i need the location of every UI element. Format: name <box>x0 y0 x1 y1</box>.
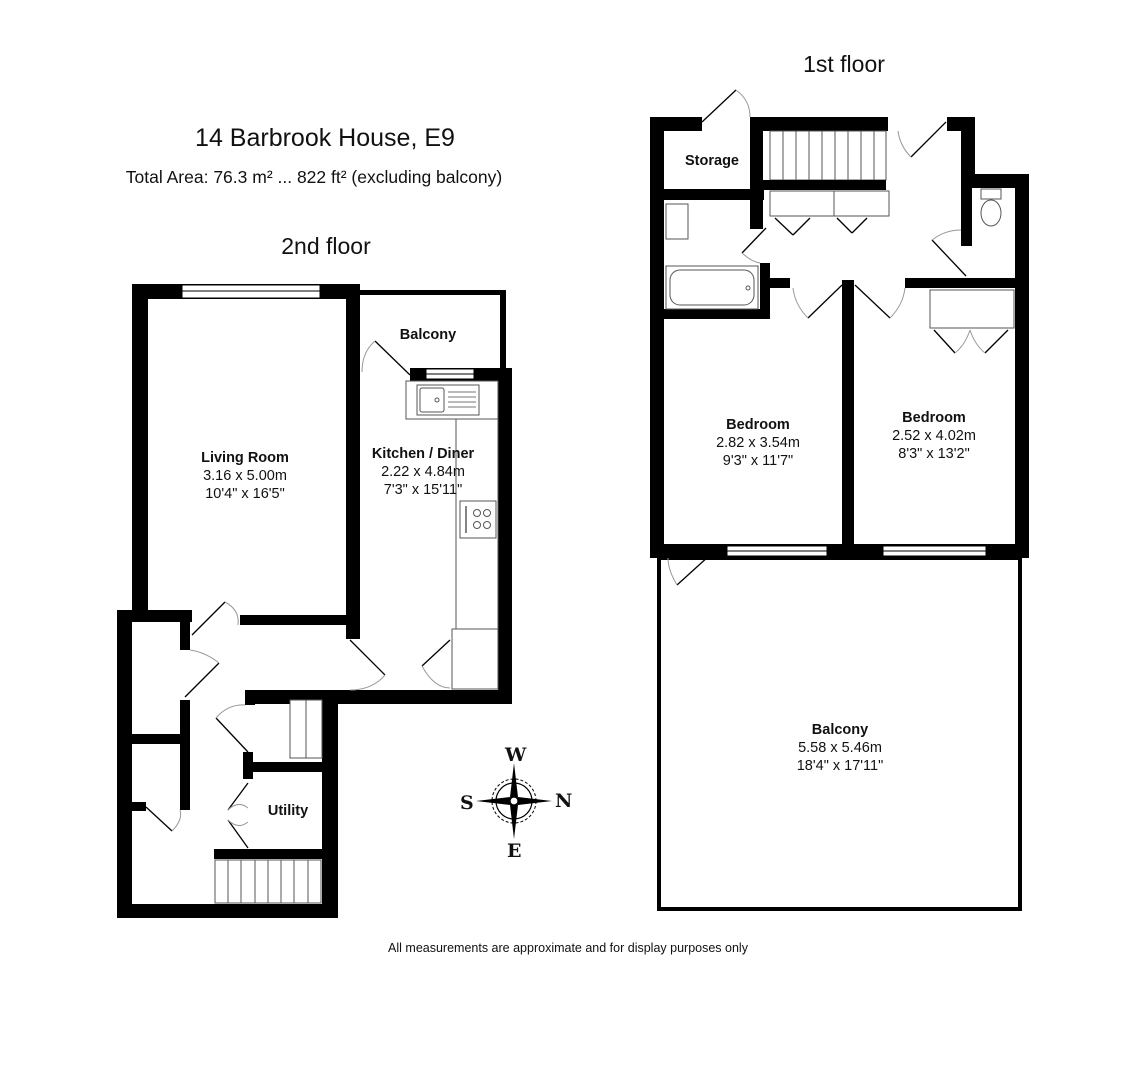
room-metric: 3.16 x 5.00m <box>203 468 287 484</box>
room-name: Bedroom <box>902 410 966 426</box>
second-floor-plan <box>117 284 512 918</box>
room-bedroom-1: Bedroom 2.82 x 3.54m 9'3" x 11'7" <box>683 416 833 470</box>
property-title: 14 Barbrook House, E9 <box>195 124 455 152</box>
room-name: Kitchen / Diner <box>371 446 475 462</box>
room-metric: 2.52 x 4.02m <box>892 428 976 444</box>
room-metric: 2.82 x 3.54m <box>716 435 800 451</box>
room-storage: Storage <box>685 153 739 169</box>
room-kitchen-diner: Kitchen / Diner 2.22 x 4.84m 7'3" x 15'1… <box>348 445 498 499</box>
total-area: Total Area: 76.3 m² ... 822 ft² (excludi… <box>125 167 503 187</box>
room-imperial: 8'3" x 13'2" <box>898 446 970 462</box>
room-balcony-large: Balcony 5.58 x 5.46m 18'4" x 17'11" <box>765 721 915 775</box>
compass-label-right: N <box>555 790 573 812</box>
room-bedroom-2: Bedroom 2.52 x 4.02m 8'3" x 13'2" <box>859 409 1009 463</box>
compass-label-top: W <box>505 744 527 766</box>
room-imperial: 7'3" x 15'11" <box>383 482 463 498</box>
compass-rose-icon <box>476 763 552 839</box>
room-metric: 2.22 x 4.84m <box>381 464 465 480</box>
first-floor-plan <box>650 89 1029 911</box>
room-imperial: 9'3" x 11'7" <box>722 453 794 469</box>
room-name: Balcony <box>811 722 869 738</box>
room-name: Living Room <box>201 450 289 466</box>
room-name: Bedroom <box>726 417 790 433</box>
room-living-room: Living Room 3.16 x 5.00m 10'4" x 16'5" <box>160 449 330 503</box>
compass-label-bottom: E <box>507 840 522 862</box>
room-imperial: 18'4" x 17'11" <box>796 758 884 774</box>
room-imperial: 10'4" x 16'5" <box>205 486 285 502</box>
room-metric: 5.58 x 5.46m <box>798 740 882 756</box>
floor-label-2nd: 2nd floor <box>281 233 371 259</box>
room-balcony-small: Balcony <box>399 327 457 343</box>
disclaimer: All measurements are approximate and for… <box>388 941 748 955</box>
floor-label-1st: 1st floor <box>803 51 885 77</box>
compass-label-left: S <box>460 792 474 814</box>
room-utility: Utility <box>267 803 309 819</box>
